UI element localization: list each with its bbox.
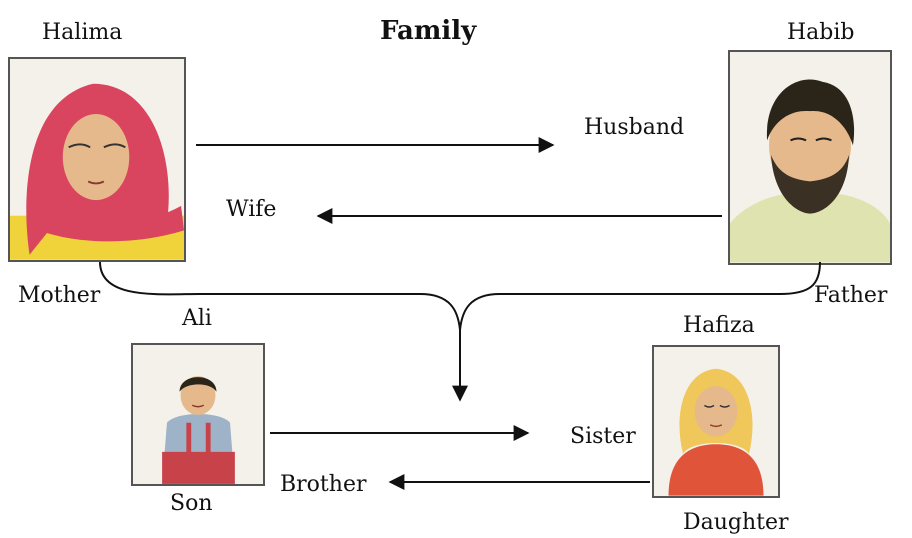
role-label-father: Father [814, 283, 888, 308]
relation-label-sister: Sister [570, 424, 636, 449]
name-label-habib: Habib [787, 20, 855, 45]
habib-illustration [730, 52, 890, 263]
name-label-hafiza: Hafiza [683, 313, 755, 338]
relation-label-wife: Wife [226, 197, 277, 222]
portrait-hafiza [652, 345, 780, 498]
ali-illustration [133, 345, 263, 484]
parents-brace [99, 261, 821, 331]
halima-illustration [10, 59, 184, 260]
role-label-mother: Mother [18, 283, 101, 308]
portrait-ali [131, 343, 265, 486]
name-label-halima: Halima [42, 20, 123, 45]
role-label-son: Son [170, 491, 213, 516]
portrait-habib [728, 50, 892, 265]
portrait-halima [8, 57, 186, 262]
role-label-daughter: Daughter [683, 510, 789, 535]
name-label-ali: Ali [182, 306, 212, 331]
relation-label-brother: Brother [280, 472, 367, 497]
relation-label-husband: Husband [584, 115, 685, 140]
hafiza-illustration [654, 347, 778, 496]
diagram-title: Family [380, 16, 477, 46]
